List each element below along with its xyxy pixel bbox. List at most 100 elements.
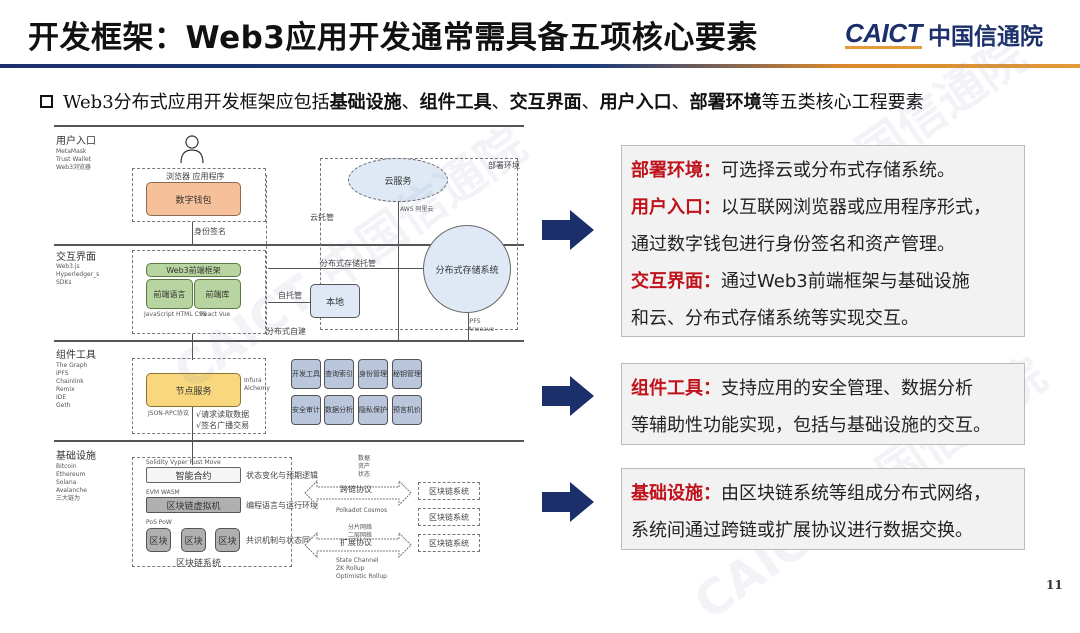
ext-sub: State Channel ZK Rollup Optimistic Rollu… bbox=[336, 557, 387, 581]
panel-line: 组件工具：支持应用的安全管理、数据分析 bbox=[631, 370, 1015, 407]
section-divider bbox=[54, 244, 524, 246]
node-service-node: 节点服务 bbox=[146, 373, 241, 407]
panel-line: 用户入口：以互联网浏览器或应用程序形式， bbox=[631, 189, 1015, 226]
sub-item: ZK Rollup bbox=[336, 565, 365, 572]
subtitle-item: 交互界面 bbox=[509, 92, 582, 113]
panel-key: 交互界面： bbox=[631, 271, 721, 292]
section-label-infrastructure: 基础设施 bbox=[56, 451, 96, 462]
panel-text: 支持应用的安全管理、数据分析 bbox=[721, 378, 973, 399]
dist-storage-sub: IPFS Arweave bbox=[468, 318, 494, 334]
tool-item: 开发工具 bbox=[291, 359, 321, 389]
node-req: √请求读取数据 bbox=[196, 410, 250, 419]
subtitle-item: 组件工具 bbox=[419, 92, 492, 113]
vm-note: 编程语言与运行环境 bbox=[246, 501, 318, 510]
tool-item: 秘钥管理 bbox=[392, 359, 422, 389]
sep: 、 bbox=[491, 92, 510, 113]
ext-protocol-label: 扩展协议 bbox=[340, 538, 372, 547]
cross-top: 数据 资产 状态 bbox=[358, 455, 370, 479]
frontend-lang-sub: JavaScript HTML CSS bbox=[144, 311, 207, 318]
section-label-interaction: 交互界面 bbox=[56, 252, 96, 263]
sub-item: Bitcoin bbox=[56, 463, 77, 470]
json-rpc-label: JSON-RPC协议 bbox=[148, 410, 189, 417]
cloud-hosting-label: 云托管 bbox=[310, 213, 334, 222]
panel-line: 和云、分布式存储系统等实现交互。 bbox=[631, 300, 1015, 337]
connector bbox=[192, 334, 193, 360]
sub-item: 数据 bbox=[358, 455, 371, 462]
identity-sign-label: 身份签名 bbox=[194, 227, 226, 236]
block-node: 区块 bbox=[146, 528, 171, 552]
bullet-square-icon bbox=[40, 94, 53, 108]
sub-item: 分片网络 bbox=[348, 524, 373, 531]
panel-key: 组件工具： bbox=[631, 378, 721, 399]
right-arrow-icon bbox=[542, 210, 594, 250]
sep: 、 bbox=[671, 92, 690, 113]
connector bbox=[468, 313, 469, 340]
smart-contract-node: 智能合约 bbox=[146, 467, 241, 483]
section-divider bbox=[54, 340, 524, 342]
sep: 、 bbox=[401, 92, 420, 113]
panel-key: 用户入口： bbox=[631, 197, 721, 218]
sub-item: Infura bbox=[244, 377, 262, 384]
cross-chain-label: 跨链协议 bbox=[340, 485, 372, 494]
sub-item: 状态 bbox=[358, 471, 371, 478]
node-req: √签名广播交易 bbox=[196, 421, 250, 430]
sub-item: 三大链为 bbox=[56, 495, 81, 502]
sub-item: IPFS bbox=[56, 370, 69, 377]
section-label-components: 组件工具 bbox=[56, 350, 96, 361]
panel-deploy-user-interaction: 部署环境：可选择云或分布式存储系统。 用户入口：以互联网浏览器或应用程序形式， … bbox=[621, 145, 1025, 337]
panel-line: 系统间通过跨链或扩展协议进行数据交换。 bbox=[631, 512, 1015, 549]
section-sub: Web3.js Hyperledger_s SDKs bbox=[56, 263, 99, 287]
sub-item: Avalanche bbox=[56, 487, 87, 494]
dist-storage-hosting-label: 分布式存储托管 bbox=[320, 259, 376, 268]
sub-item: Remix bbox=[56, 386, 75, 393]
subtitle-item: 部署环境 bbox=[689, 92, 762, 113]
block-note: 共识机制与状态同步 bbox=[246, 536, 318, 545]
other-chain-box: 区块链系统 bbox=[418, 534, 480, 552]
panel-components: 组件工具：支持应用的安全管理、数据分析 等辅助性功能实现，包括与基础设施的交互。 bbox=[621, 363, 1025, 445]
logo-en: CAICT bbox=[845, 17, 922, 49]
sub-item: Solana bbox=[56, 479, 77, 486]
panel-infrastructure: 基础设施：由区块链系统等组成分布式网络， 系统间通过跨链或扩展协议进行数据交换。 bbox=[621, 468, 1025, 550]
page-title: 开发框架：Web3应用开发通常需具备五项核心要素 bbox=[28, 20, 758, 56]
sub-item: SDKs bbox=[56, 279, 72, 286]
panel-text: 通过Web3前端框架与基础设施 bbox=[721, 271, 970, 292]
frontend-lib-node: 前端库 bbox=[194, 279, 241, 309]
panel-key: 部署环境： bbox=[631, 160, 721, 181]
node-service-box bbox=[132, 358, 266, 434]
panel-text: 以互联网浏览器或应用程序形式， bbox=[721, 197, 991, 218]
block-node: 区块 bbox=[181, 528, 206, 552]
tool-item: 隐私保护 bbox=[358, 395, 388, 425]
chain-system-box bbox=[132, 457, 292, 567]
section-sub: The Graph IPFS Chainlink Remix IDE Geth bbox=[56, 362, 87, 410]
extension-arrow-icon bbox=[304, 531, 412, 559]
other-chain-box: 区块链系统 bbox=[418, 482, 480, 500]
wallet-node: 数字钱包 bbox=[146, 182, 241, 216]
sub-item: Optimistic Rollup bbox=[336, 573, 387, 580]
subtitle-item: 基础设施 bbox=[329, 92, 402, 113]
block-node: 区块 bbox=[215, 528, 240, 552]
frontend-box bbox=[132, 250, 266, 334]
panel-text: 通过数字钱包进行身份签名和资产管理。 bbox=[631, 234, 955, 255]
panel-text: 由区块链系统等组成分布式网络， bbox=[721, 483, 991, 504]
panel-text: 和云、分布式存储系统等实现交互。 bbox=[631, 308, 919, 329]
panel-text: 系统间通过跨链或扩展协议进行数据交换。 bbox=[631, 520, 973, 541]
frontend-lib-sub: React Vue bbox=[200, 311, 231, 318]
connector bbox=[268, 268, 423, 269]
subtitle-item: 用户入口 bbox=[599, 92, 672, 113]
sub-item: IDE bbox=[56, 394, 67, 401]
panel-text: 可选择云或分布式存储系统。 bbox=[721, 160, 955, 181]
sub-item: 资产 bbox=[358, 463, 371, 470]
panel-line: 部署环境：可选择云或分布式存储系统。 bbox=[631, 152, 1015, 189]
framework-diagram: 用户入口 MetaMask Trust Wallet Web3浏览器 浏览器 应… bbox=[48, 120, 538, 580]
panel-line: 基础设施：由区块链系统等组成分布式网络， bbox=[631, 475, 1015, 512]
other-chain-box: 区块链系统 bbox=[418, 508, 480, 526]
node-side: Infura Alchemy bbox=[244, 377, 270, 393]
connector bbox=[398, 202, 399, 340]
sub-item: Web3浏览器 bbox=[56, 164, 91, 171]
self-hosting-label: 自托管 bbox=[278, 291, 302, 300]
tool-item: 查询索引 bbox=[324, 359, 354, 389]
section-sub: Bitcoin Ethereum Solana Avalanche 三大链为 bbox=[56, 463, 87, 503]
sub-item: Hyperledger_s bbox=[56, 271, 100, 278]
browser-app-box bbox=[132, 168, 266, 222]
browser-app-label: 浏览器 应用程序 bbox=[166, 172, 225, 181]
